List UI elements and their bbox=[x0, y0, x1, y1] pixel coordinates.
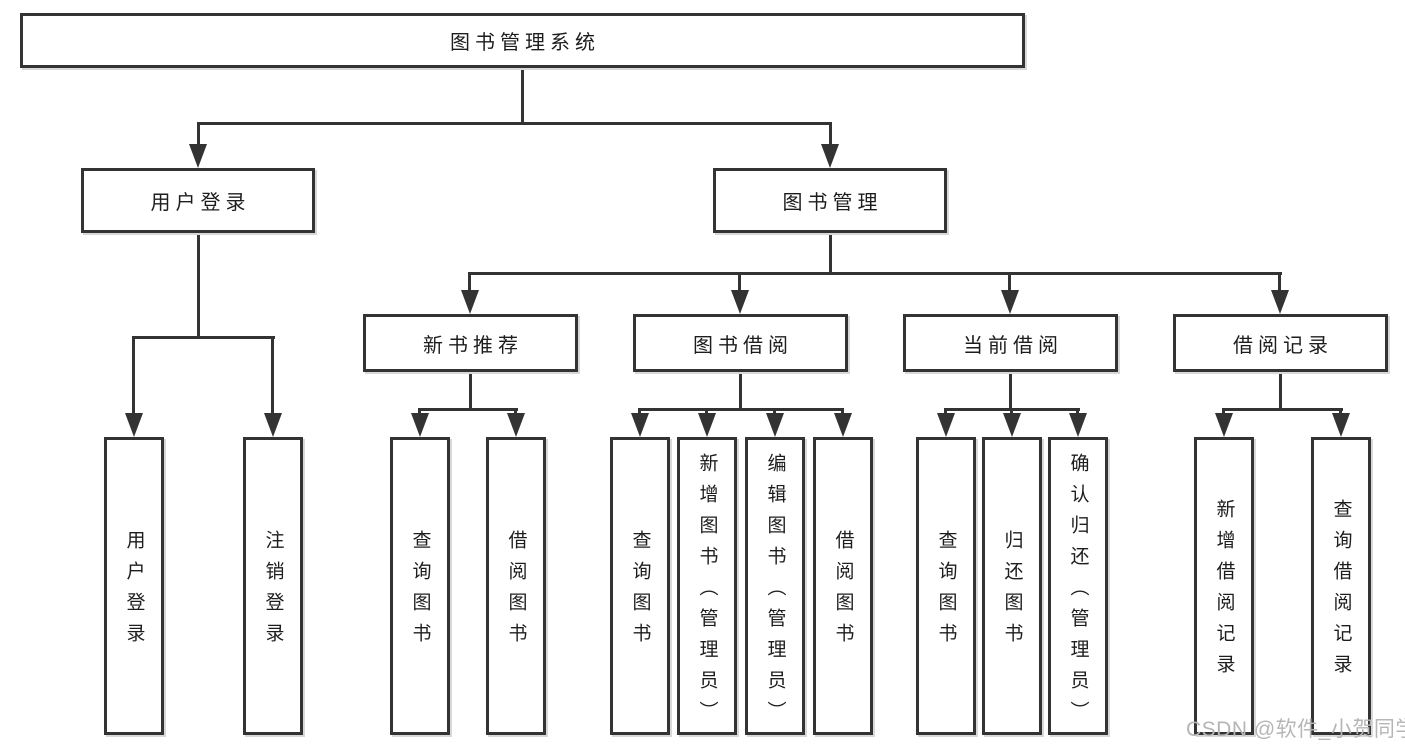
node-label: 借阅图书 bbox=[505, 530, 527, 654]
leaf-query-books-borrow: 查询图书 bbox=[610, 437, 670, 735]
node-root: 图书管理系统 bbox=[20, 13, 1025, 68]
arrow-down-icon bbox=[507, 413, 525, 437]
connector-line bbox=[1278, 272, 1281, 292]
connector-line bbox=[829, 122, 832, 148]
connector-line bbox=[418, 408, 421, 417]
connector-line bbox=[197, 122, 832, 125]
arrow-down-icon bbox=[834, 413, 852, 437]
connector-line bbox=[469, 372, 472, 411]
connector-line bbox=[841, 408, 844, 417]
node-label: 用户登录 bbox=[150, 192, 251, 214]
node-label: 归还图书 bbox=[1001, 530, 1023, 654]
node-new-book-recommend: 新书推荐 bbox=[363, 314, 578, 372]
node-label: 查询图书 bbox=[935, 530, 957, 654]
arrow-down-icon bbox=[411, 413, 429, 437]
arrow-down-icon bbox=[1003, 413, 1021, 437]
connector-line bbox=[521, 68, 524, 122]
node-label: 查询图书 bbox=[629, 530, 651, 654]
connector-line bbox=[468, 272, 471, 292]
node-label: 当前借阅 bbox=[963, 334, 1063, 357]
connector-line bbox=[773, 408, 776, 417]
arrow-down-icon bbox=[631, 413, 649, 437]
node-label: 借阅图书 bbox=[832, 530, 854, 654]
leaf-user-login: 用户登录 bbox=[104, 437, 164, 735]
connector-line bbox=[1222, 408, 1343, 411]
node-label: 新书推荐 bbox=[423, 334, 523, 357]
connector-line bbox=[132, 336, 275, 339]
connector-line bbox=[197, 122, 200, 148]
connector-line bbox=[1008, 272, 1011, 292]
connector-line bbox=[468, 272, 1282, 275]
connector-line bbox=[418, 408, 518, 411]
arrow-down-icon bbox=[1069, 413, 1087, 437]
connector-line bbox=[514, 408, 517, 417]
node-label: 注销登录 bbox=[262, 530, 284, 654]
node-label: 借阅记录 bbox=[1233, 334, 1333, 357]
node-book-borrow: 图书借阅 bbox=[633, 314, 848, 372]
arrow-down-icon bbox=[766, 413, 784, 437]
connector-line bbox=[944, 408, 947, 417]
arrow-down-icon bbox=[731, 290, 749, 314]
leaf-add-borrow-record: 新增借阅记录 bbox=[1194, 437, 1254, 735]
node-label: 查询借阅记录 bbox=[1330, 499, 1352, 685]
leaf-confirm-return-admin: 确认归还（管理员） bbox=[1048, 437, 1108, 735]
leaf-query-books-recommend: 查询图书 bbox=[390, 437, 450, 735]
node-label: 新增图书（管理员） bbox=[696, 452, 718, 732]
node-label: 用户登录 bbox=[123, 530, 145, 654]
connector-line bbox=[738, 272, 741, 292]
node-label: 图书管理 bbox=[782, 192, 883, 214]
node-label: 确认归还（管理员） bbox=[1067, 452, 1089, 732]
connector-line bbox=[829, 233, 832, 275]
connector-line bbox=[197, 233, 200, 339]
connector-line bbox=[132, 336, 135, 415]
arrow-down-icon bbox=[264, 413, 282, 437]
connector-line bbox=[1009, 372, 1012, 411]
leaf-return-book: 归还图书 bbox=[982, 437, 1042, 735]
connector-line bbox=[1279, 372, 1282, 411]
connector-line bbox=[1222, 408, 1225, 417]
connector-line bbox=[638, 408, 641, 417]
node-borrow-records: 借阅记录 bbox=[1173, 314, 1388, 372]
connector-line bbox=[1010, 408, 1013, 417]
arrow-down-icon bbox=[461, 290, 479, 314]
arrow-down-icon bbox=[189, 144, 207, 168]
node-current-borrow: 当前借阅 bbox=[903, 314, 1118, 372]
leaf-borrow-books: 借阅图书 bbox=[813, 437, 873, 735]
watermark-text: CSDN @软件_小贺同学 bbox=[1186, 718, 1405, 741]
leaf-logout: 注销登录 bbox=[243, 437, 303, 735]
node-user-login: 用户登录 bbox=[81, 168, 315, 233]
arrow-down-icon bbox=[937, 413, 955, 437]
connector-line bbox=[638, 408, 844, 411]
leaf-query-books-current: 查询图书 bbox=[916, 437, 976, 735]
node-label: 编辑图书（管理员） bbox=[764, 452, 786, 732]
node-label: 新增借阅记录 bbox=[1213, 499, 1235, 685]
connector-line bbox=[1076, 408, 1079, 417]
node-label: 图书借阅 bbox=[693, 334, 793, 357]
arrow-down-icon bbox=[1332, 413, 1350, 437]
leaf-edit-book-admin: 编辑图书（管理员） bbox=[745, 437, 805, 735]
connector-line bbox=[739, 372, 742, 411]
leaf-add-book-admin: 新增图书（管理员） bbox=[677, 437, 737, 735]
arrow-down-icon bbox=[821, 144, 839, 168]
leaf-borrow-books-recommend: 借阅图书 bbox=[486, 437, 546, 735]
connector-line bbox=[1339, 408, 1342, 417]
arrow-down-icon bbox=[125, 413, 143, 437]
connector-line bbox=[705, 408, 708, 417]
node-label: 图书管理系统 bbox=[450, 32, 600, 54]
arrow-down-icon bbox=[1215, 413, 1233, 437]
leaf-query-borrow-record: 查询借阅记录 bbox=[1311, 437, 1371, 735]
connector-line bbox=[271, 336, 274, 415]
arrow-down-icon bbox=[1001, 290, 1019, 314]
arrow-down-icon bbox=[698, 413, 716, 437]
node-label: 查询图书 bbox=[409, 530, 431, 654]
node-book-management: 图书管理 bbox=[713, 168, 947, 233]
arrow-down-icon bbox=[1271, 290, 1289, 314]
